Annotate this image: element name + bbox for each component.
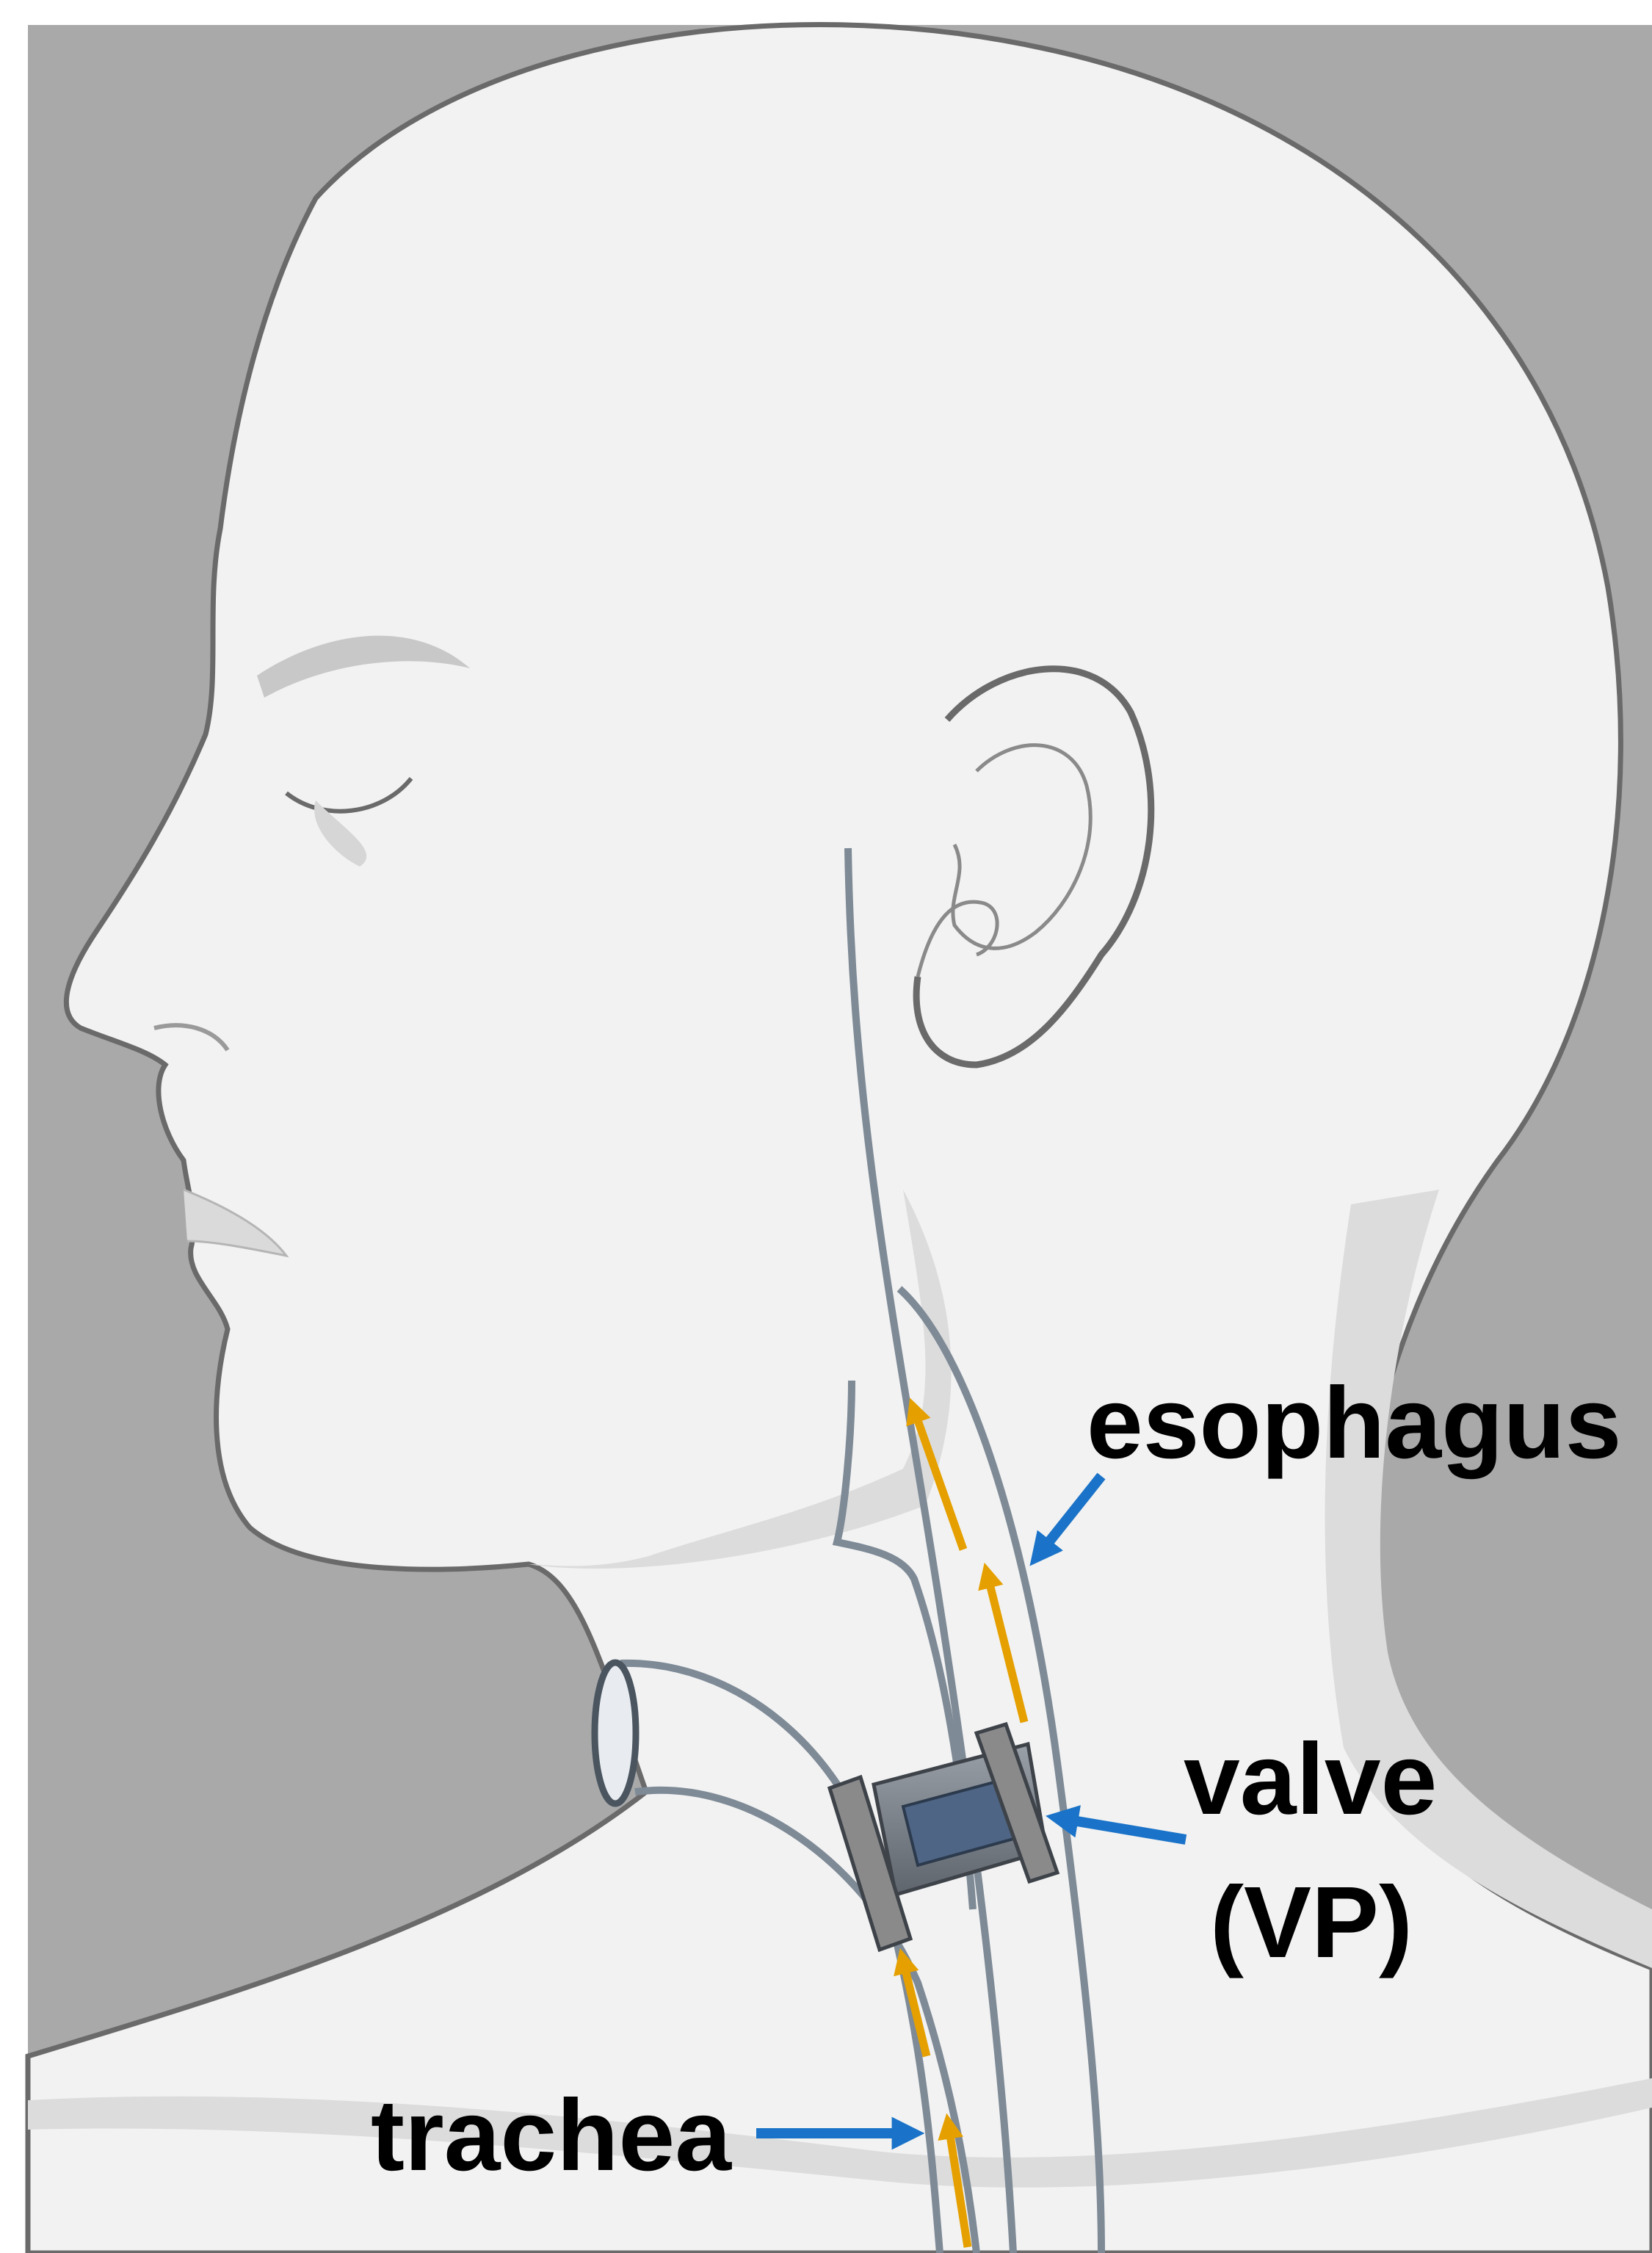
stoma-opening [595,1663,636,1804]
valve-vp-label: (VP) [1210,1866,1413,1979]
esophagus-label: esophagus [1087,1367,1621,1480]
trachea-label: trachea [371,2079,732,2192]
valve-label: valve [1184,1723,1437,1836]
